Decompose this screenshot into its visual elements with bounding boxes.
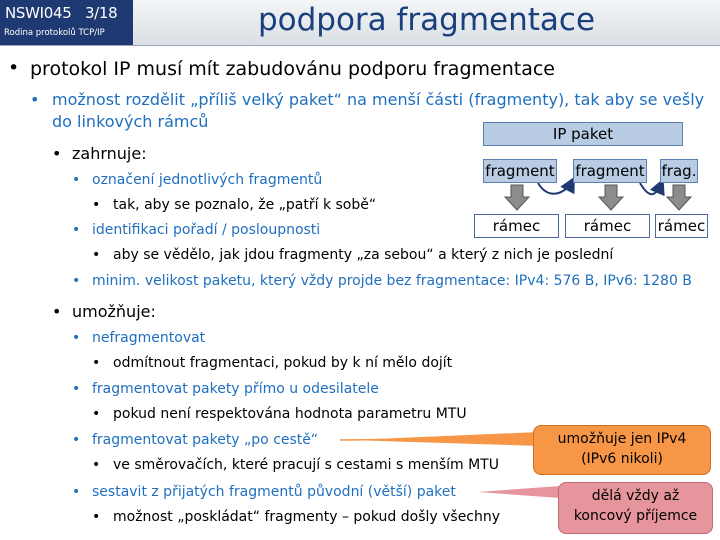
outline-item: minim. velikost paketu, který vždy projd… bbox=[92, 273, 692, 289]
outline-item: zahrnuje: bbox=[72, 144, 147, 163]
outline-item: nefragmentovat bbox=[92, 330, 206, 346]
outline-item: tak, aby se poznalo, že „patří k sobě“ bbox=[113, 197, 377, 213]
outline-item: pokud není respektována hodnota parametr… bbox=[113, 406, 467, 422]
outline-item: do linkových rámců bbox=[52, 112, 209, 131]
bullet-marker: • bbox=[52, 302, 62, 321]
outline-item: fragmentovat pakety přímo u odesilatele bbox=[92, 381, 379, 397]
bullet-marker: • bbox=[52, 144, 62, 163]
bullet-marker: • bbox=[92, 457, 101, 473]
title-bar: podpora fragmentace bbox=[133, 0, 720, 45]
course-id: NSWI045 3/18 bbox=[5, 4, 118, 22]
page-number: 3/18 bbox=[84, 4, 118, 22]
outline-item: protokol IP musí mít zabudovánu podporu … bbox=[30, 58, 555, 80]
bullet-marker: • bbox=[72, 330, 81, 346]
frame-box: rámec bbox=[474, 214, 559, 238]
callout-text: umožňuje jen IPv4 bbox=[557, 431, 687, 447]
bullet-marker: • bbox=[92, 247, 101, 263]
outline-item: identifikaci pořadí / posloupnosti bbox=[92, 222, 321, 238]
callout-text: dělá vždy až bbox=[591, 488, 680, 504]
callout-pointer bbox=[478, 486, 560, 498]
outline-item: fragmentovat pakety „po cestě“ bbox=[92, 432, 319, 448]
outline-item: sestavit z přijatých fragmentů původní (… bbox=[92, 484, 456, 500]
outline-item: ve směrovačích, které pracují s cestami … bbox=[113, 457, 499, 473]
bullet-marker: • bbox=[92, 406, 101, 422]
outline-item: označení jednotlivých fragmentů bbox=[92, 172, 323, 188]
bullet-marker: • bbox=[92, 509, 101, 525]
ip-packet-box: IP paket bbox=[483, 122, 683, 146]
bullet-marker: • bbox=[92, 355, 101, 371]
frame-box: rámec bbox=[565, 214, 650, 238]
frame-box: rámec bbox=[655, 214, 708, 238]
down-arrow-icon bbox=[503, 184, 531, 211]
down-arrow-icon bbox=[665, 184, 693, 211]
callout-ipv4-only: umožňuje jen IPv4 (IPv6 nikoli) bbox=[533, 425, 711, 475]
bullet-marker: • bbox=[72, 172, 81, 188]
fragment-box: fragment bbox=[573, 159, 647, 183]
course-header: NSWI045 3/18 Rodina protokolů TCP/IP bbox=[0, 0, 133, 45]
fragment-box: frag. bbox=[660, 159, 698, 183]
bullet-marker: • bbox=[72, 484, 81, 500]
bullet-marker: • bbox=[72, 273, 81, 289]
curve-arrow bbox=[537, 176, 575, 195]
down-arrow-icon bbox=[597, 184, 625, 211]
bullet-marker: • bbox=[30, 90, 40, 109]
outline-item: možnost rozdělit „příliš velký paket“ na… bbox=[52, 90, 705, 109]
callout-pointer-line bbox=[339, 437, 541, 441]
fragment-box: fragment bbox=[483, 159, 557, 183]
curve-arrow bbox=[639, 178, 665, 197]
callout-text: koncový příjemce bbox=[573, 508, 698, 524]
bullet-marker: • bbox=[92, 197, 101, 213]
slide-title: podpora fragmentace bbox=[257, 2, 596, 38]
outline-item: odmítnout fragmentaci, pokud by k ní měl… bbox=[113, 355, 453, 371]
bullet-marker: • bbox=[72, 222, 81, 238]
bullet-marker: • bbox=[72, 381, 81, 397]
callout-text: (IPv6 nikoli) bbox=[581, 451, 663, 467]
outline-item: umožňuje: bbox=[72, 302, 156, 321]
bullet-marker: • bbox=[8, 57, 20, 79]
header-divider bbox=[0, 45, 720, 46]
course-subtitle: Rodina protokolů TCP/IP bbox=[4, 28, 105, 38]
callout-receiver: dělá vždy až koncový příjemce bbox=[558, 482, 713, 534]
outline-item: možnost „poskládat“ fragmenty – pokud do… bbox=[113, 509, 501, 525]
outline-item: aby se vědělo, jak jdou fragmenty „za se… bbox=[113, 247, 614, 263]
bullet-marker: • bbox=[72, 432, 81, 448]
course-code: NSWI045 bbox=[5, 4, 72, 22]
